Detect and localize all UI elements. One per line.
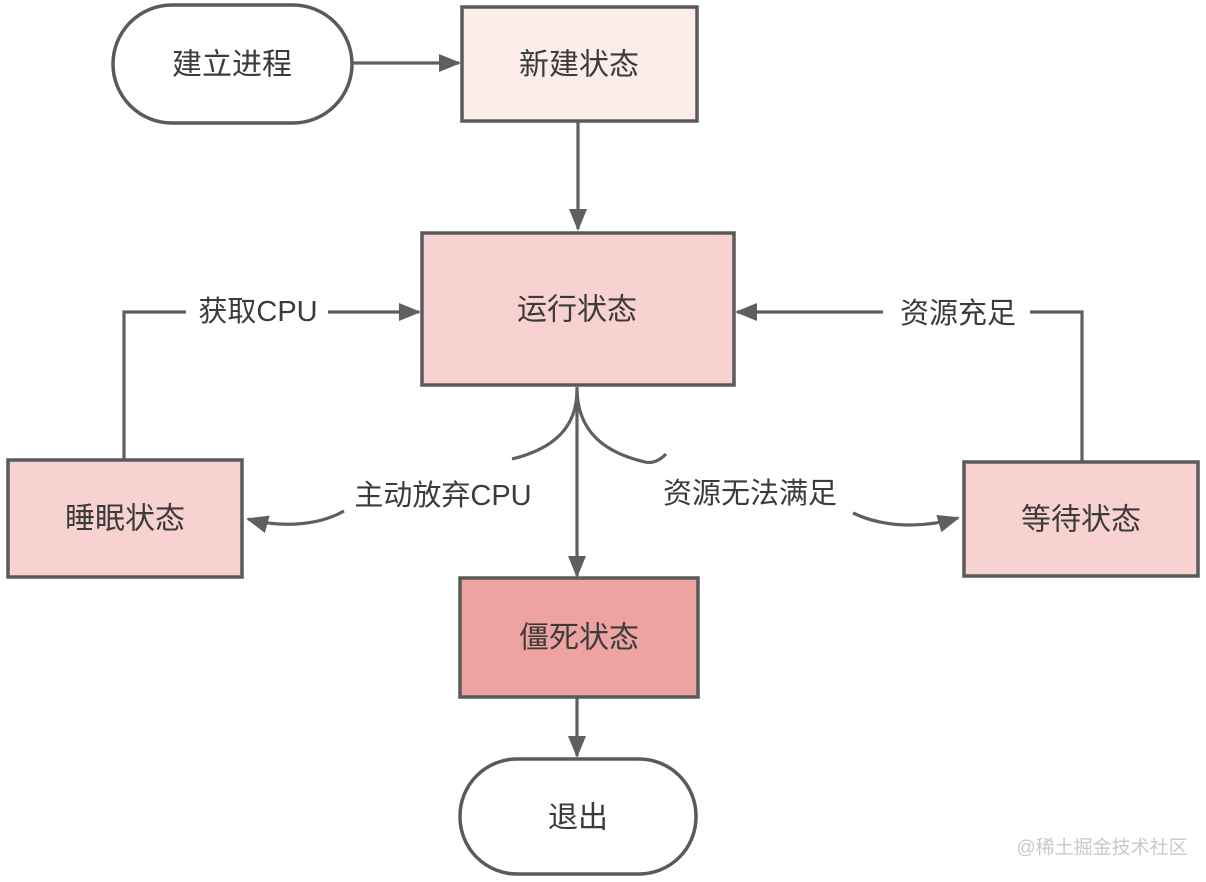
node-running-state-label: 运行状态: [517, 294, 637, 327]
node-exit-shape: [458, 757, 698, 876]
node-create-process: 建立进程: [111, 3, 354, 125]
node-new-state-shape: [460, 5, 699, 123]
node-running-state: 运行状态: [420, 231, 736, 387]
node-waiting-state: 等待状态: [962, 460, 1200, 578]
edge-running-to-waiting-arrow: [852, 511, 960, 533]
node-sleep-state-label: 睡眠状态: [65, 503, 185, 536]
node-sleep-state-shape: [6, 458, 244, 579]
node-waiting-state-label: 等待状态: [1021, 504, 1141, 537]
edge-running-branch-left: [511, 389, 579, 461]
node-exit: 退出: [458, 757, 698, 876]
edge-waiting-to-running-corner: [1030, 310, 1084, 462]
edge-running-to-sleep-arrow: [246, 509, 345, 533]
edge-label-acquire-cpu: 获取CPU: [198, 295, 317, 328]
node-new-state: 新建状态: [460, 5, 699, 123]
node-zombie-state-label: 僵死状态: [519, 622, 639, 655]
node-zombie-state: 僵死状态: [458, 576, 700, 699]
edge-label-yield-cpu: 主动放弃CPU: [354, 479, 531, 512]
node-new-state-label: 新建状态: [519, 49, 639, 82]
node-zombie-state-shape: [458, 576, 700, 699]
edge-label-resources-sufficient: 资源充足: [900, 297, 1016, 330]
node-running-state-shape: [420, 231, 736, 387]
node-waiting-state-shape: [962, 460, 1200, 578]
edge-running-branch-right: [575, 389, 668, 465]
node-create-process-shape: [111, 3, 354, 125]
node-create-process-label: 建立进程: [172, 49, 292, 82]
node-exit-label: 退出: [548, 802, 608, 835]
node-sleep-state: 睡眠状态: [6, 458, 244, 579]
edge-sleep-to-running-corner: [122, 310, 186, 460]
edge-label-resources-unsatisfied: 资源无法满足: [663, 477, 837, 510]
watermark-text: @稀土掘金技术社区: [1016, 837, 1187, 859]
